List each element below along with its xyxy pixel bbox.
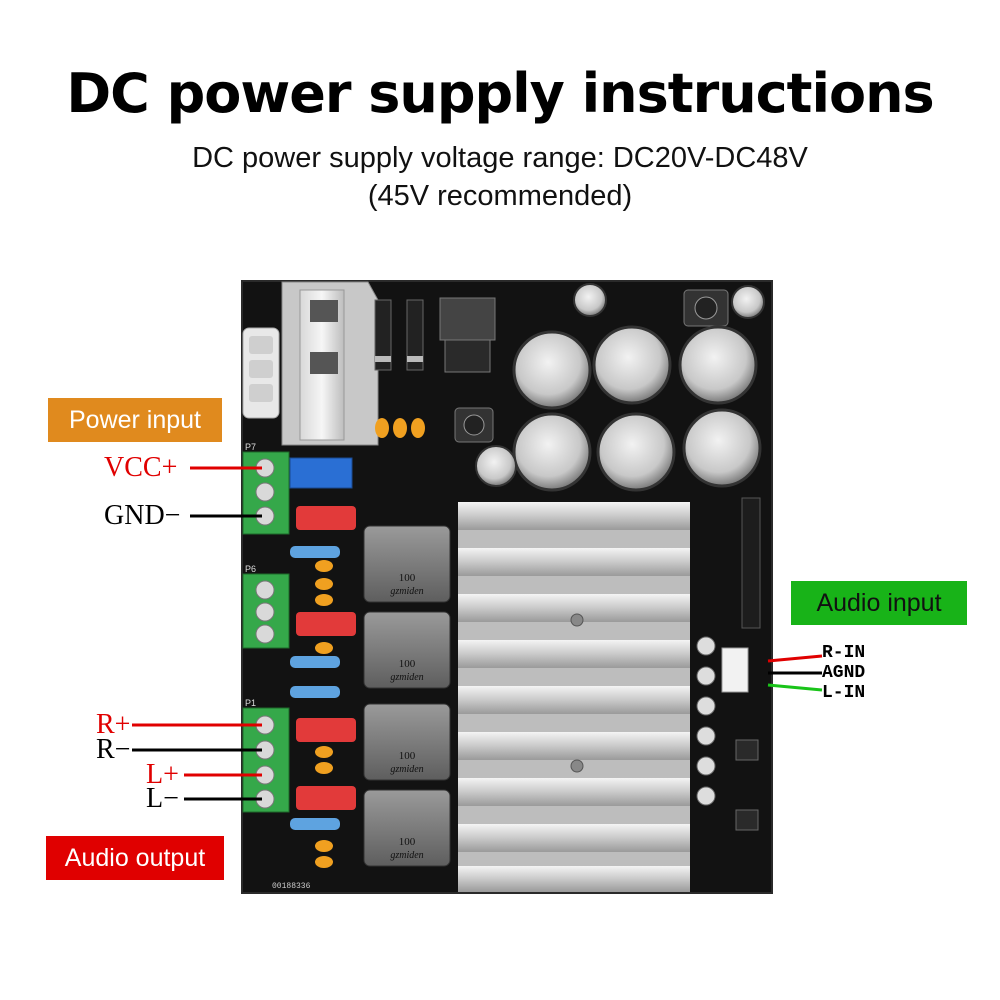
connector-p7-label: P7 <box>245 442 256 452</box>
inductor-3-value: 100 <box>399 750 416 762</box>
inductor-2-brand: gzmiden <box>390 672 423 683</box>
resistors <box>290 546 340 830</box>
r-plus-label: R+ <box>96 709 131 740</box>
board-serial: 00188336 <box>272 882 311 891</box>
l-plus-label: L+ <box>146 759 179 790</box>
audio-output-tag: Audio output <box>46 836 224 880</box>
l-in-wire <box>767 683 823 692</box>
audio-input-tag: Audio input <box>791 581 967 625</box>
gnd-label: GND− <box>104 500 181 531</box>
diode-1 <box>374 299 392 371</box>
connector-p6-label: P6 <box>245 564 256 574</box>
top-heatsink <box>281 281 379 446</box>
terminal-block-p1 <box>242 707 290 813</box>
terminal-block-p6 <box>242 573 290 649</box>
regulator-u8 <box>439 297 496 341</box>
inductor-1-value: 100 <box>399 572 416 584</box>
agnd-label: AGND <box>822 663 866 683</box>
audio-input-connector <box>721 647 749 693</box>
l-in-label: L-IN <box>822 683 866 703</box>
inductor-4-value: 100 <box>399 836 416 848</box>
main-heatsink <box>458 502 690 892</box>
l-minus-label: L− <box>146 783 179 814</box>
terminal-block-p7 <box>242 451 290 535</box>
inductor-2-value: 100 <box>399 658 416 670</box>
r-minus-label: R− <box>96 734 131 765</box>
r-in-label: R-IN <box>822 643 866 663</box>
inductor-3-brand: gzmiden <box>390 764 423 775</box>
connector-p1-label: P1 <box>245 698 256 708</box>
capacitor-bank <box>475 283 765 492</box>
film-capacitor <box>289 457 353 489</box>
voltage-range-text: DC power supply voltage range: DC20V-DC4… <box>192 142 808 174</box>
power-input-tag: Power input <box>48 398 222 442</box>
recommended-voltage-text: (45V recommended) <box>367 180 633 212</box>
inductor-1-brand: gzmiden <box>390 586 423 597</box>
r-in-wire <box>767 654 823 663</box>
inductor-4-brand: gzmiden <box>390 850 423 861</box>
page-title: DC power supply instructions <box>66 62 934 125</box>
diode-2 <box>406 299 424 371</box>
vcc-label: VCC+ <box>104 452 178 483</box>
output-inductors <box>363 525 451 867</box>
